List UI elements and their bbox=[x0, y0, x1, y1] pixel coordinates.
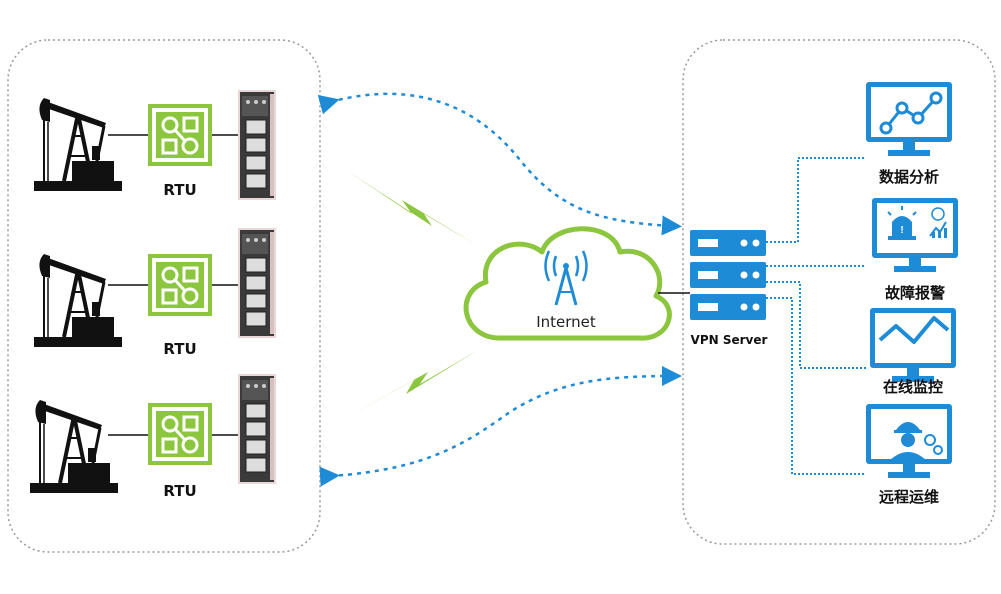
analytics-monitor-icon bbox=[866, 82, 952, 156]
field-sites-group bbox=[7, 39, 321, 553]
rtu-label-1: RTU bbox=[163, 181, 197, 199]
pumpjack-icon bbox=[28, 398, 120, 495]
trend-monitor-icon bbox=[870, 308, 956, 382]
vpn-server-label: VPN Server bbox=[690, 333, 768, 347]
wireless-bolt-icon bbox=[346, 170, 478, 246]
rtu-label-2: RTU bbox=[163, 340, 197, 358]
field-row-2 bbox=[32, 227, 277, 349]
app-label-remote-maintenance: 远程运维 bbox=[878, 488, 939, 506]
internet-label: Internet bbox=[536, 313, 596, 331]
app-label-fault-alarm: 故障报警 bbox=[884, 284, 945, 302]
svg-text:!: ! bbox=[900, 225, 903, 236]
vpn-tunnel-arrow bbox=[319, 366, 682, 487]
rtu-icon bbox=[146, 102, 214, 168]
pumpjack-icon bbox=[32, 96, 124, 193]
app-label-online-monitoring: 在线监控 bbox=[882, 378, 943, 396]
vpn-tunnel-arrow bbox=[317, 92, 682, 236]
switch-device-icon bbox=[237, 89, 277, 201]
wireless-bolt-icon bbox=[342, 350, 478, 420]
switch-device-icon bbox=[237, 227, 277, 339]
switch-device-icon bbox=[237, 373, 277, 485]
pumpjack-icon bbox=[32, 252, 124, 349]
field-row-3 bbox=[28, 373, 277, 495]
antenna-tower-icon bbox=[544, 250, 588, 306]
engineer-monitor-icon bbox=[866, 404, 952, 478]
rtu-icon bbox=[146, 401, 214, 467]
rtu-icon bbox=[146, 252, 214, 318]
rtu-label-3: RTU bbox=[163, 482, 197, 500]
app-label-data-analysis: 数据分析 bbox=[878, 168, 939, 186]
alarm-monitor-icon: ! bbox=[872, 198, 958, 272]
server-app-links bbox=[766, 157, 866, 475]
vpn-server-icon bbox=[690, 230, 766, 320]
field-row-1 bbox=[32, 89, 277, 201]
internet-cloud-icon bbox=[463, 226, 672, 341]
control-center-group bbox=[682, 39, 996, 545]
